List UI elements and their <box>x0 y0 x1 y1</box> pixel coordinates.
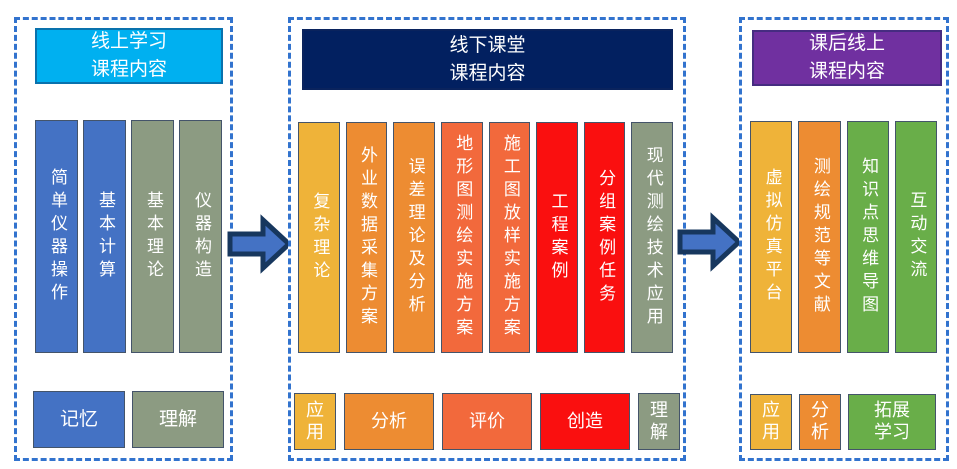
after-class-taxonomy-row: 应 用 分 析 拓展 学习 <box>750 394 937 450</box>
taxonomy-box: 理 解 <box>638 393 680 450</box>
column-label: 虚拟仿真平台 <box>761 168 782 306</box>
column-box: 知识点思维导图 <box>846 121 889 353</box>
taxonomy-box: 评价 <box>442 393 532 450</box>
online-learning-columns: 简单仪器操作 基本计算 基本理论 仪器构造 <box>35 120 222 353</box>
column-label: 仪器构造 <box>191 190 211 283</box>
column-label: 外业数据采集方案 <box>356 145 377 330</box>
column-box: 复杂理论 <box>298 122 340 353</box>
column-label: 工程案例 <box>547 191 568 284</box>
column-label: 简单仪器操作 <box>47 167 67 306</box>
column-box: 基本计算 <box>83 120 126 353</box>
column-box: 简单仪器操作 <box>35 120 78 353</box>
column-label: 测绘规范等文献 <box>809 156 830 318</box>
column-label: 互动交流 <box>906 191 927 283</box>
taxonomy-box: 应 用 <box>750 394 792 450</box>
column-label: 现代测绘技术应用 <box>642 145 663 330</box>
column-box: 分组案例任务 <box>583 122 626 353</box>
column-box: 测绘规范等文献 <box>798 121 841 353</box>
offline-classroom-taxonomy-row: 应 用 分析 评价 创造 理 解 <box>294 393 680 450</box>
right-arrow-icon <box>227 214 293 274</box>
column-label: 分组案例任务 <box>595 168 616 307</box>
online-learning-header: 线上学习 课程内容 <box>35 28 223 84</box>
column-label: 施工图放样实施方案 <box>499 134 520 341</box>
after-class-online-header: 课后线上 课程内容 <box>752 30 942 86</box>
column-label: 地形图测绘实施方案 <box>452 134 473 341</box>
column-box: 现代测绘技术应用 <box>631 122 673 353</box>
taxonomy-box: 理解 <box>132 391 224 448</box>
offline-classroom-header: 线下课堂 课程内容 <box>302 29 673 90</box>
column-label: 基本计算 <box>95 190 115 283</box>
column-box: 互动交流 <box>894 121 937 353</box>
after-class-online-columns: 虚拟仿真平台 测绘规范等文献 知识点思维导图 互动交流 <box>750 121 937 353</box>
column-box: 地形图测绘实施方案 <box>440 122 483 353</box>
taxonomy-box: 分 析 <box>799 394 841 450</box>
taxonomy-box: 创造 <box>540 393 630 450</box>
column-label: 误差理论及分析 <box>404 157 425 318</box>
right-arrow-icon <box>677 212 743 272</box>
column-box: 工程案例 <box>536 122 578 353</box>
panel-online-learning: 线上学习 课程内容 简单仪器操作 基本计算 基本理论 仪器构造 记忆 理解 <box>14 17 233 461</box>
column-label: 基本理论 <box>143 190 163 283</box>
taxonomy-box: 拓展 学习 <box>848 394 936 450</box>
panel-after-class-online: 课后线上 课程内容 虚拟仿真平台 测绘规范等文献 知识点思维导图 互动交流 应 … <box>739 17 949 461</box>
column-box: 仪器构造 <box>179 120 222 353</box>
column-label: 知识点思维导图 <box>858 156 879 318</box>
column-box: 基本理论 <box>131 120 174 353</box>
taxonomy-box: 分析 <box>344 393 434 450</box>
column-box: 施工图放样实施方案 <box>488 122 531 353</box>
column-box: 误差理论及分析 <box>393 122 435 353</box>
taxonomy-box: 记忆 <box>33 391 125 448</box>
column-box: 外业数据采集方案 <box>345 122 388 353</box>
online-learning-taxonomy-row: 记忆 理解 <box>33 391 224 448</box>
offline-classroom-columns: 复杂理论 外业数据采集方案 误差理论及分析 地形图测绘实施方案 施工图放样实施方… <box>298 122 673 353</box>
column-box: 虚拟仿真平台 <box>750 121 793 353</box>
column-label: 复杂理论 <box>309 191 330 284</box>
panel-offline-classroom: 线下课堂 课程内容 复杂理论 外业数据采集方案 误差理论及分析 地形图测绘实施方… <box>288 17 686 461</box>
taxonomy-box: 应 用 <box>294 393 336 450</box>
